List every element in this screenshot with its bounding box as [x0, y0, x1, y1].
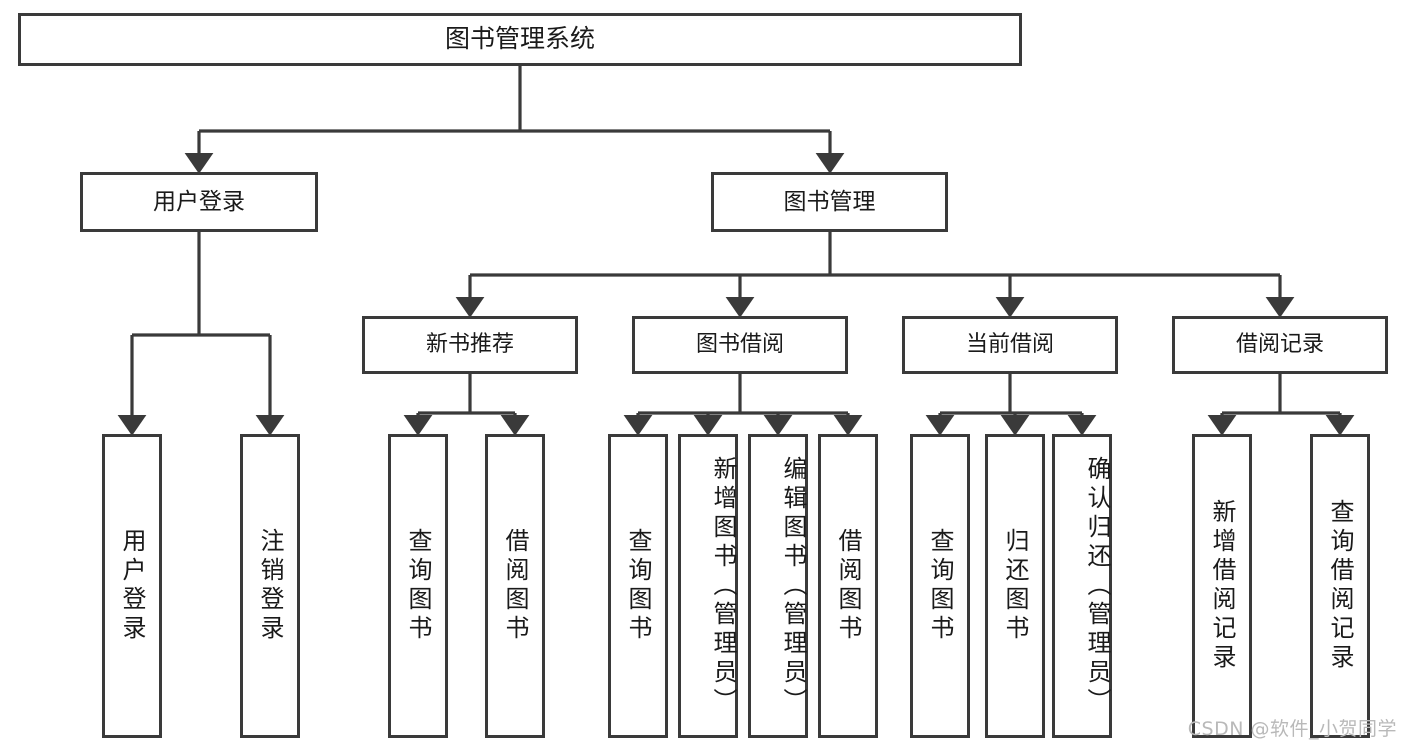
node-leaf-add-record[interactable]: 新增借阅记录 — [1192, 434, 1252, 738]
node-book-manage[interactable]: 图书管理 — [711, 172, 948, 232]
node-leaf-borrow-book-1[interactable]: 借阅图书 — [485, 434, 545, 738]
node-leaf-add-book[interactable]: 新增图书（管理员） — [678, 434, 738, 738]
node-root[interactable]: 图书管理系统 — [18, 13, 1022, 66]
node-new-book-rec[interactable]: 新书推荐 — [362, 316, 578, 374]
node-leaf-query-book-3[interactable]: 查询图书 — [910, 434, 970, 738]
node-current-borrow[interactable]: 当前借阅 — [902, 316, 1118, 374]
node-leaf-edit-book[interactable]: 编辑图书（管理员） — [748, 434, 808, 738]
node-leaf-query-book-1[interactable]: 查询图书 — [388, 434, 448, 738]
node-user-login[interactable]: 用户登录 — [80, 172, 318, 232]
node-leaf-query-record[interactable]: 查询借阅记录 — [1310, 434, 1370, 738]
node-leaf-confirm-return[interactable]: 确认归还（管理员） — [1052, 434, 1112, 738]
node-book-borrow[interactable]: 图书借阅 — [632, 316, 848, 374]
node-borrow-record[interactable]: 借阅记录 — [1172, 316, 1388, 374]
node-leaf-return-book[interactable]: 归还图书 — [985, 434, 1045, 738]
node-leaf-borrow-book-2[interactable]: 借阅图书 — [818, 434, 878, 738]
node-leaf-user-login[interactable]: 用户登录 — [102, 434, 162, 738]
node-leaf-logout[interactable]: 注销登录 — [240, 434, 300, 738]
csdn-watermark: CSDN @软件_小贺同学 — [1187, 718, 1397, 740]
node-leaf-query-book-2[interactable]: 查询图书 — [608, 434, 668, 738]
